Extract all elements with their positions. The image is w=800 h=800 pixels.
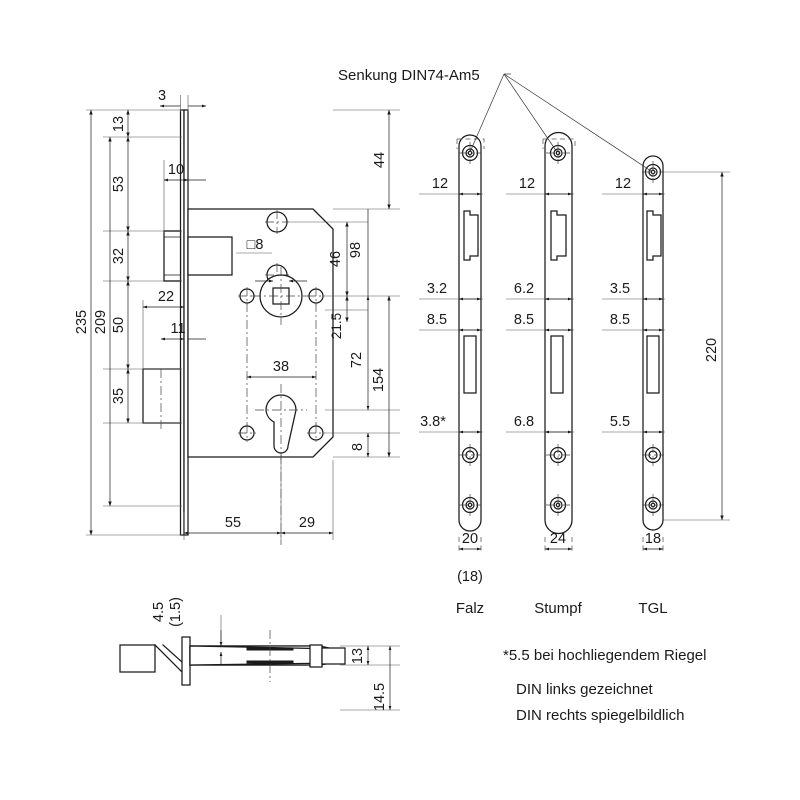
dim-35: 35 (111, 388, 127, 404)
dim-tgl-5-5: 5.5 (610, 414, 630, 430)
dim-29: 29 (299, 515, 315, 531)
dim-falz-width-alt: (18) (457, 569, 483, 585)
dim-falz-12: 12 (432, 176, 448, 192)
dim-46: 46 (328, 251, 344, 267)
dim-10: 10 (168, 162, 184, 178)
dim-falz-3-2: 3.2 (427, 281, 447, 297)
cylinder-keyhole (255, 384, 307, 460)
dim-235: 235 (74, 310, 90, 334)
dim-falz-8-5: 8.5 (427, 312, 447, 328)
dim-55: 55 (225, 515, 241, 531)
dead-bolt (142, 368, 182, 430)
dim-tgl-width: 18 (645, 531, 661, 547)
section-view: 4.5 (1.5) 13 14.5 (119, 597, 400, 711)
note-din-links: DIN links gezeichnet (516, 681, 654, 698)
dim-stumpf-12: 12 (519, 176, 535, 192)
dim-section-1-5: (1.5) (168, 597, 184, 627)
dim-32: 32 (111, 248, 127, 264)
left-dimension-chain: 235 209 13 53 32 50 35 (74, 109, 182, 536)
hole-top (265, 210, 289, 234)
dim-98: 98 (348, 242, 364, 258)
dim-section-13: 13 (350, 648, 366, 664)
note-din-rechts: DIN rechts spiegelbildlich (516, 707, 684, 724)
dim-220: 220 (704, 338, 720, 362)
dim-8: 8 (350, 443, 366, 451)
dim-209: 209 (93, 310, 109, 334)
dim-3: 3 (158, 88, 166, 104)
dim-stumpf-6-2: 6.2 (514, 281, 534, 297)
dim-section-4-5: 4.5 (151, 602, 167, 622)
label-stumpf: Stumpf (534, 600, 582, 617)
right-dimension-chain: 44 98 46 21.5 154 72 8 (289, 109, 400, 458)
dim-section-14-5: 14.5 (372, 683, 388, 711)
dim-154: 154 (371, 368, 387, 392)
dim-50: 50 (111, 317, 127, 333)
dim-21-5: 21.5 (329, 313, 344, 339)
dim-stumpf-width: 24 (550, 531, 566, 547)
mid-horizontal-dimensions: 22 11 (142, 289, 206, 369)
dim-stumpf-8-5: 8.5 (514, 312, 534, 328)
faceplate-falz: 12 3.2 8.5 3.8* 20 (18) Falz (419, 134, 485, 617)
dim-tgl-8-5: 8.5 (610, 312, 630, 328)
latch-bolt (163, 230, 233, 282)
note-riegel: *5.5 bei hochliegendem Riegel (503, 647, 706, 664)
dim-44: 44 (372, 152, 388, 168)
dim-11: 11 (170, 321, 185, 337)
dim-22: 22 (158, 289, 174, 305)
dim-tgl-3-5: 3.5 (610, 281, 630, 297)
senkung-leader-lines (469, 73, 652, 172)
dim-falz-3-8: 3.8* (420, 414, 446, 430)
faceplate-tgl: 12 3.5 8.5 5.5 18 TGL 220 (602, 155, 730, 617)
dim-38-group: 38 (246, 359, 317, 379)
spindle-callout: □8 (236, 237, 307, 283)
dim-72: 72 (349, 352, 365, 368)
faceplate-views: 12 3.2 8.5 3.8* 20 (18) Falz (338, 67, 730, 617)
label-tgl: TGL (638, 600, 667, 617)
top-horizontal-dimensions: 3 10 (158, 88, 207, 233)
dim-38: 38 (273, 359, 289, 375)
dim-falz-width: 20 (462, 531, 478, 547)
dim-square-8: □8 (247, 237, 264, 253)
notes-block: *5.5 bei hochliegendem Riegel DIN links … (503, 647, 706, 724)
bottom-horizontal-dimensions: 55 29 (183, 460, 334, 540)
senkung-note: Senkung DIN74-Am5 (338, 67, 480, 84)
dim-13: 13 (111, 116, 127, 132)
main-lock-view: 235 209 13 53 32 50 35 (74, 88, 400, 545)
dim-tgl-12: 12 (615, 176, 631, 192)
label-falz: Falz (456, 600, 484, 617)
follower-spindle (252, 267, 310, 325)
dim-53: 53 (111, 176, 127, 192)
faceplate-stumpf: 12 6.2 8.5 6.8 24 Stumpf (506, 131, 583, 617)
dim-stumpf-6-8: 6.8 (514, 414, 534, 430)
